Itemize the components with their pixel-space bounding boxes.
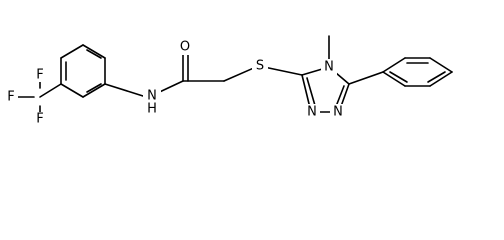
molecule-structure: F F F N H O S N N N	[7, 35, 453, 127]
fluorine-bottom-label: F	[36, 112, 43, 127]
bond-triazole-double-left	[306, 77, 317, 110]
n-right-label: N	[333, 105, 343, 120]
bond-ring1-inner-c	[86, 83, 102, 93]
bond-ring1-f	[60, 83, 84, 98]
bond-ring2-c	[429, 57, 453, 73]
bond-triazole-phenyl	[348, 71, 384, 85]
molecule-canvas: F F F N H O S N N N	[7, 35, 453, 127]
oxygen-label: O	[180, 40, 190, 55]
amide-n-label: N	[147, 89, 157, 104]
bond-ring1-e	[82, 83, 106, 98]
bond-ring2-f	[382, 71, 406, 87]
bond-ring2-a	[382, 57, 406, 73]
fluorine-top-label: F	[36, 68, 43, 83]
bond-ring1-b	[60, 44, 84, 59]
bond-ring1-inner-b	[86, 49, 102, 59]
bond-cf3-ring	[39, 83, 62, 98]
amide-h-label: H	[147, 102, 157, 117]
n4-label: N	[324, 60, 334, 75]
bond-ring2-d	[429, 71, 453, 87]
bond-ring2-inner-b	[427, 71, 446, 83]
sulfur-label: S	[256, 59, 264, 74]
bond-ring2-inner-c	[389, 71, 408, 83]
bond-s-c3	[263, 66, 303, 76]
bond-ring-nh	[104, 83, 144, 97]
bond-ring1-c	[82, 44, 106, 59]
bond-ch2-s	[223, 66, 257, 82]
n-left-label: N	[307, 105, 317, 120]
fluorine-left-label: F	[7, 90, 14, 105]
